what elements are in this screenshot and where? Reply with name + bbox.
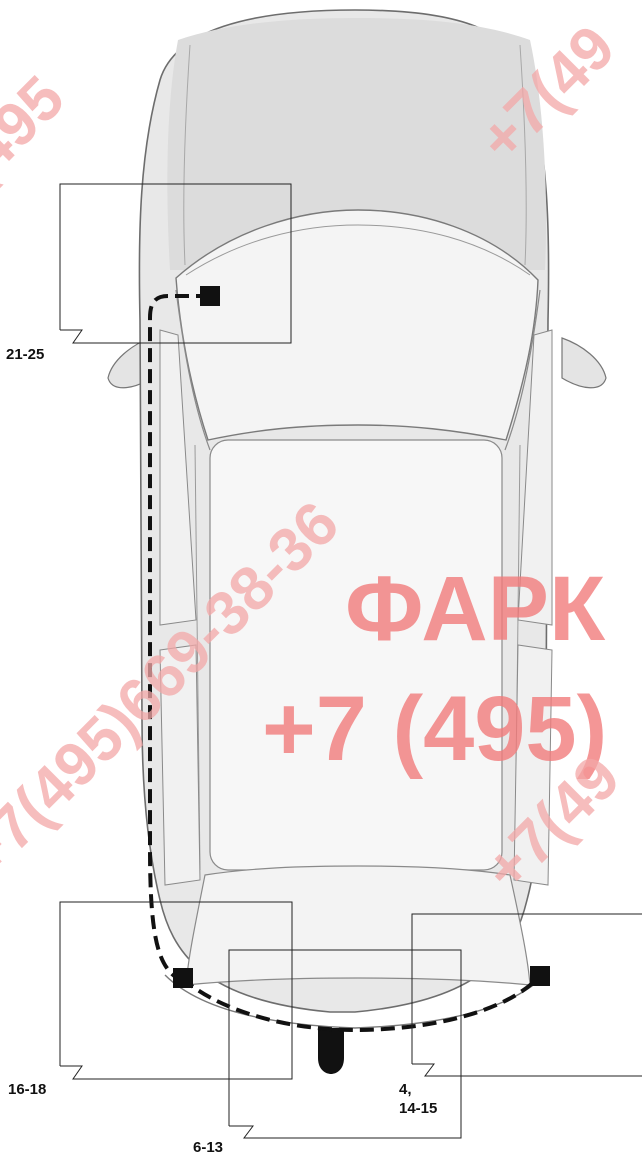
callout-frame-21-25 bbox=[59, 183, 292, 344]
connector-front bbox=[200, 286, 220, 306]
connector-rear-right bbox=[530, 966, 550, 986]
rear-bumper bbox=[164, 974, 546, 1029]
right-rear-window bbox=[513, 644, 553, 886]
wire-rear bbox=[180, 976, 540, 1033]
callout-label-4: 4, bbox=[399, 1081, 412, 1098]
right-front-window bbox=[517, 329, 553, 626]
car-top-view bbox=[107, 9, 607, 1029]
left-rear-window bbox=[159, 644, 201, 886]
rear-window bbox=[185, 865, 531, 986]
callout-frame-6-13 bbox=[228, 949, 462, 1139]
callout-frame-4-14-15 bbox=[411, 913, 642, 1077]
hood bbox=[167, 18, 547, 270]
callout-label-14-15: 14-15 bbox=[399, 1100, 437, 1117]
callout-frames bbox=[59, 183, 642, 1139]
callout-label-21-25: 21-25 bbox=[6, 346, 44, 363]
watermark-brand: ФАРК bbox=[345, 558, 606, 660]
watermark-fragment-top-left: (495 bbox=[0, 63, 78, 200]
callout-label-16-18: 16-18 bbox=[8, 1081, 46, 1098]
tow-hitch bbox=[318, 1028, 344, 1074]
left-front-window bbox=[159, 329, 197, 626]
wiring-harness bbox=[148, 286, 550, 1033]
windshield bbox=[175, 209, 539, 441]
wire-left-side bbox=[148, 294, 210, 982]
connector-rear-left bbox=[173, 968, 193, 988]
watermark-phone-big: +7 (495) bbox=[262, 678, 607, 780]
callout-label-6-13: 6-13 bbox=[193, 1139, 223, 1156]
right-mirror bbox=[561, 337, 607, 389]
callout-frame-16-18 bbox=[59, 901, 293, 1080]
